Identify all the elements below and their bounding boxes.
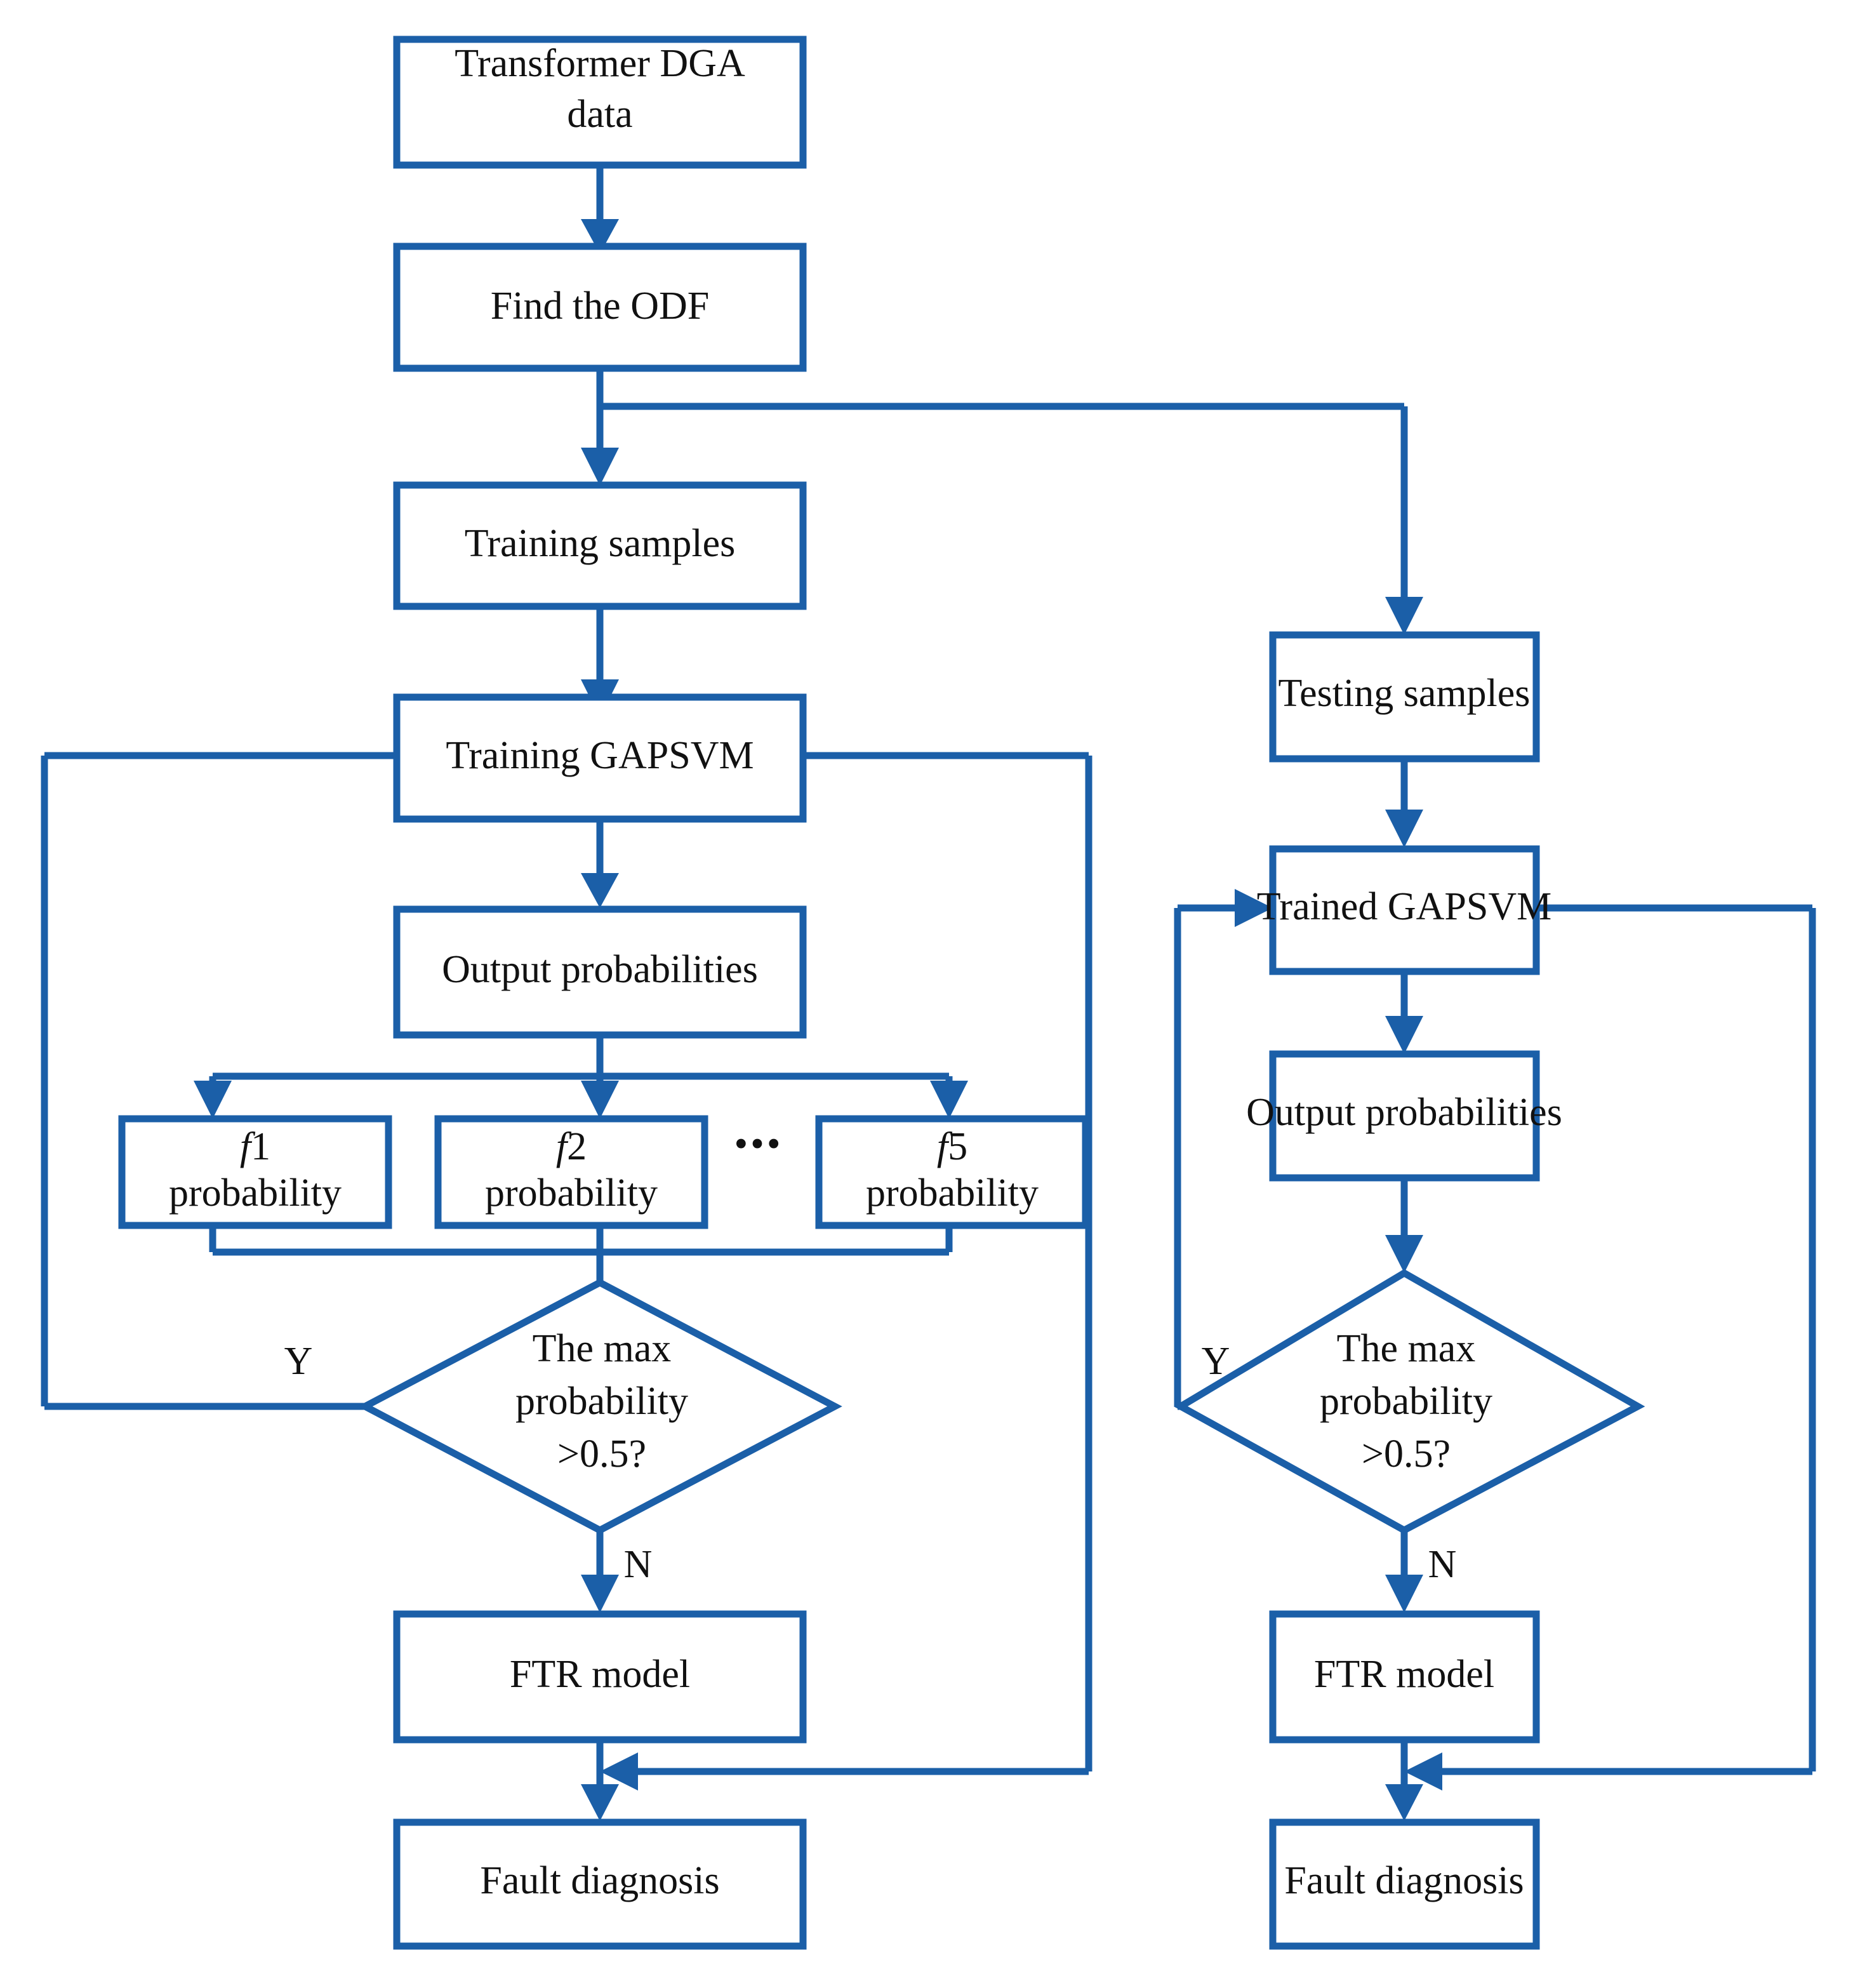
- node-fault-diagnosis-right-label: Fault diagnosis: [1284, 1859, 1524, 1902]
- node-training-samples[interactable]: Training samples: [393, 481, 807, 610]
- node-f5-probability[interactable]: f5 probability: [815, 1115, 1089, 1229]
- node-fault-diagnosis-left-label: Fault diagnosis: [480, 1859, 719, 1902]
- edge-trainedgapsvm-to-outputprob: [1385, 971, 1423, 1054]
- node-trained-gapsvm[interactable]: Trained GAPSVM: [1257, 845, 1552, 975]
- node-decision-left-line3: >0.5?: [557, 1432, 646, 1476]
- node-decision-right-line2: probability: [1320, 1380, 1492, 1423]
- node-transformer-dga-data[interactable]: Transformer DGA data: [393, 36, 807, 169]
- ellipsis-label: •••: [734, 1123, 783, 1166]
- node-decision-right-line1: The max: [1337, 1327, 1476, 1370]
- edge-right-yes-loop: [1174, 889, 1273, 1410]
- edge-traingapsvm-bypass-to-fault: [600, 752, 1093, 1791]
- node-testing-samples[interactable]: Testing samples: [1269, 631, 1540, 763]
- edge-label-left-no: N: [624, 1543, 653, 1586]
- edge-ftr-to-fault-left: [581, 1740, 619, 1821]
- node-f5-probability-label: probability: [866, 1171, 1039, 1215]
- edge-label-right-yes: Y: [1202, 1340, 1230, 1383]
- node-f2-probability-fn: f2: [556, 1125, 587, 1168]
- node-fault-diagnosis-right[interactable]: Fault diagnosis: [1269, 1818, 1540, 1950]
- node-ftr-model-left-label: FTR model: [510, 1653, 690, 1696]
- edge-left-yes-loop: [41, 737, 578, 1410]
- edge-fprob-merge-to-decision: [209, 1225, 953, 1283]
- node-output-probabilities-right-label: Output probabilities: [1246, 1091, 1562, 1134]
- node-decision-max-probability-right[interactable]: The max probability >0.5?: [1173, 1269, 1645, 1535]
- node-find-the-odf-label: Find the ODF: [491, 284, 709, 328]
- node-transformer-dga-data-line1: Transformer DGA: [455, 42, 745, 85]
- node-ftr-model-right-label: FTR model: [1314, 1653, 1494, 1696]
- node-training-gapsvm[interactable]: Training GAPSVM: [393, 693, 807, 823]
- edge-left-no-to-ftr: [581, 1530, 619, 1613]
- node-training-samples-label: Training samples: [465, 522, 736, 565]
- node-f1-probability-fn: f1: [240, 1125, 270, 1168]
- edge-odf-to-split: [581, 368, 1423, 635]
- node-testing-samples-label: Testing samples: [1279, 672, 1531, 715]
- node-trained-gapsvm-label: Trained GAPSVM: [1257, 885, 1552, 928]
- node-decision-left-line2: probability: [515, 1380, 688, 1423]
- node-f5-probability-fn: f5: [937, 1125, 967, 1168]
- node-ftr-model-right[interactable]: FTR model: [1269, 1610, 1540, 1744]
- node-f2-probability-label: probability: [485, 1171, 658, 1215]
- edge-right-no-to-ftr: [1385, 1530, 1423, 1613]
- node-f1-probability-label: probability: [169, 1171, 342, 1215]
- node-f1-probability[interactable]: f1 probability: [118, 1115, 392, 1229]
- node-fault-diagnosis-left[interactable]: Fault diagnosis: [393, 1818, 807, 1950]
- edge-dga-to-odf: [581, 165, 619, 254]
- edge-traingapsvm-to-outputprob: [581, 819, 619, 908]
- node-decision-max-probability-left[interactable]: The max probability >0.5?: [357, 1278, 842, 1535]
- node-output-probabilities-left-label: Output probabilities: [442, 948, 758, 991]
- edge-outputprob-to-decision-right: [1385, 1178, 1423, 1273]
- node-decision-left-line1: The max: [533, 1327, 672, 1370]
- edge-testsamples-to-trainedgapsvm: [1385, 759, 1423, 848]
- node-decision-right-line3: >0.5?: [1362, 1432, 1451, 1476]
- node-find-the-odf[interactable]: Find the ODF: [393, 243, 807, 372]
- node-output-probabilities-right[interactable]: Output probabilities: [1246, 1050, 1562, 1182]
- node-ftr-model-left[interactable]: FTR model: [393, 1610, 807, 1744]
- edge-label-left-yes: Y: [284, 1340, 313, 1383]
- node-transformer-dga-data-line2: data: [567, 93, 632, 136]
- edge-outputprob-fanout: [194, 1035, 968, 1119]
- node-output-probabilities-left[interactable]: Output probabilities: [393, 905, 807, 1039]
- node-f2-probability[interactable]: f2 probability: [434, 1115, 708, 1229]
- edge-trainedgapsvm-bypass-to-fault: [1404, 904, 1816, 1791]
- edge-ftr-to-fault-right: [1385, 1740, 1423, 1821]
- node-training-gapsvm-label: Training GAPSVM: [446, 734, 754, 777]
- edge-label-right-no: N: [1428, 1543, 1457, 1586]
